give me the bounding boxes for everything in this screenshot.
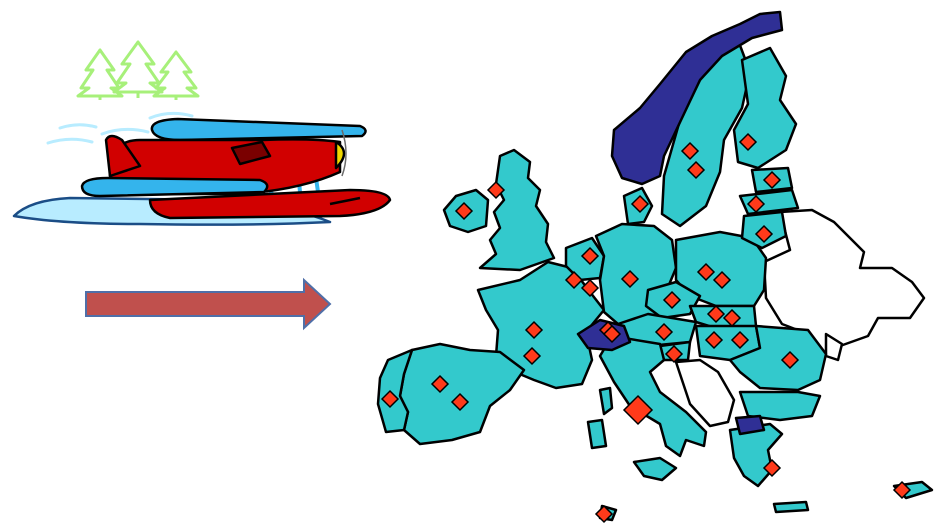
diamond-marker-icon (486, 180, 506, 200)
diamond-marker-icon (680, 141, 700, 161)
balkans-non-member (674, 358, 736, 428)
sicily (632, 456, 678, 482)
diamond-marker-icon (704, 330, 724, 350)
diamond-marker-icon (580, 246, 600, 266)
diamond-marker-icon (522, 346, 542, 366)
diamond-marker-icon (706, 304, 726, 324)
water-streaks (46, 111, 194, 145)
highlighted-countries (576, 10, 784, 436)
diamond-marker-icon (762, 170, 782, 190)
diamond-marker-icon (662, 290, 682, 310)
diamond-marker-icon (696, 262, 716, 282)
norway (610, 10, 784, 186)
diamond-marker-icon (738, 132, 758, 152)
italy (598, 334, 708, 458)
diamond-marker-icon (892, 480, 912, 500)
pine-trees-icon (76, 40, 200, 100)
diamond-marker-icon (564, 270, 584, 290)
diamond-marker-icon (594, 504, 614, 524)
spain (398, 342, 526, 446)
finland (732, 46, 798, 170)
right-arrow-icon (85, 277, 332, 331)
diamond-marker-icon (622, 394, 654, 426)
diamond-marker-icon (602, 324, 622, 344)
diamond-marker-icon (746, 194, 766, 214)
diamond-marker-icon (450, 392, 470, 412)
diamond-marker-icon (524, 320, 544, 340)
portugal (376, 348, 414, 434)
europe-map (376, 10, 934, 522)
diamond-marker-icon (762, 458, 782, 478)
non-member-countries (674, 208, 926, 428)
diamond-marker-icon (430, 374, 450, 394)
diamond-marker-icon (620, 269, 640, 289)
diamond-marker-icon (664, 344, 684, 364)
diamond-marker-icon (380, 389, 400, 409)
seaplane-icon (12, 117, 392, 226)
diamond-marker-icon (630, 194, 650, 214)
diamond-marker-icon (654, 322, 674, 342)
sardinia (586, 418, 608, 450)
belarus-ukraine-region (762, 208, 926, 356)
diamond-marker-icon (686, 160, 706, 180)
united-kingdom (478, 148, 556, 272)
diamond-marker-icon (454, 201, 474, 221)
diamond-marker-icon (722, 308, 742, 328)
crete (772, 500, 810, 514)
corsica (598, 386, 614, 416)
france (476, 260, 606, 390)
romania (728, 324, 828, 392)
diamond-marker-icon (580, 278, 600, 298)
diamond-marker-icon (754, 224, 774, 244)
moldova-region (824, 332, 844, 362)
greece (728, 422, 784, 488)
macedonia (734, 414, 766, 436)
diamond-marker-icon (780, 350, 800, 370)
member-countries (376, 38, 934, 522)
diamond-marker-icon (730, 330, 750, 350)
diamond-marker-icon (712, 270, 732, 290)
diamond-markers (380, 132, 912, 524)
